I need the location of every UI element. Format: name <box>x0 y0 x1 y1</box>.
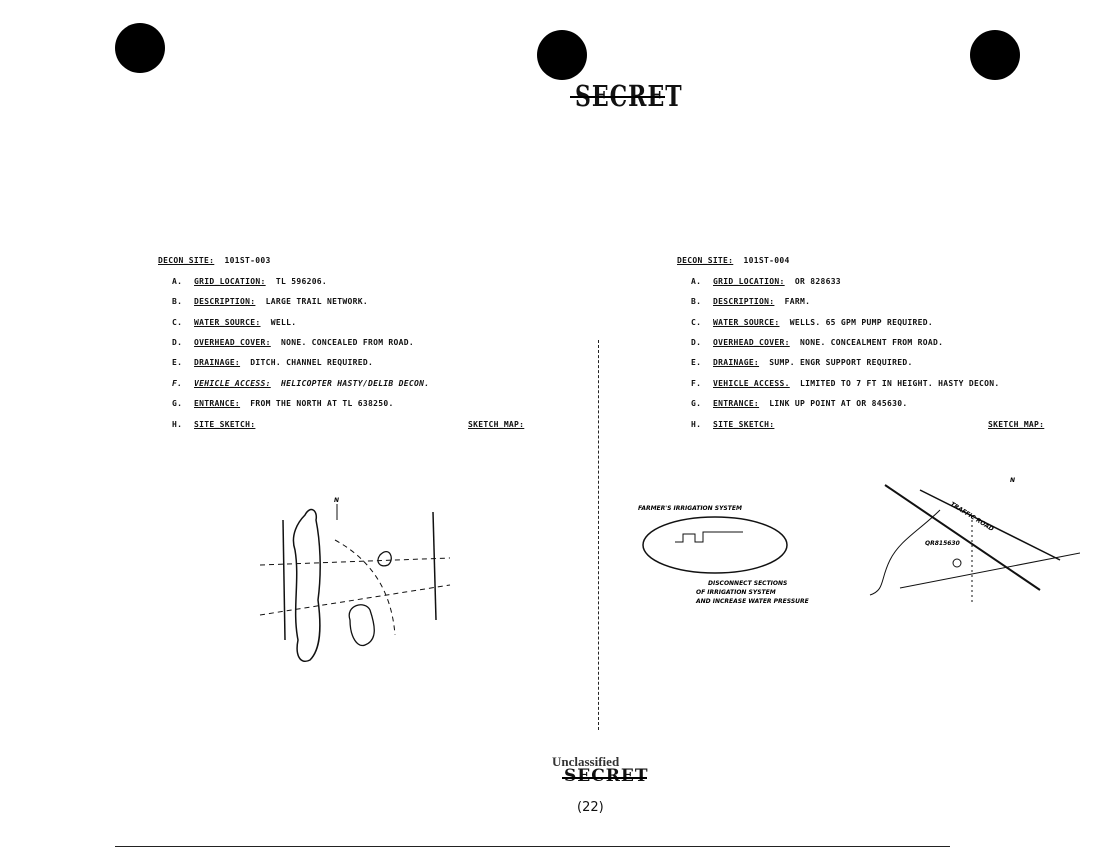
item-letter: F. <box>172 379 183 388</box>
sketch-map-label: SKETCH_MAP: <box>988 420 1045 429</box>
item-label: SITE_SKETCH: <box>713 420 775 429</box>
punch-hole-right <box>970 30 1020 80</box>
punch-hole-left <box>115 23 165 73</box>
classification-strikethrough <box>570 96 665 98</box>
svg-text:OF IRRIGATION SYSTEM: OF IRRIGATION SYSTEM <box>696 589 776 596</box>
item-letter: G. <box>172 399 183 408</box>
item-value: OR 828633 <box>794 277 841 286</box>
item-value: FROM THE NORTH AT TL 638250. <box>250 399 394 408</box>
item-value: LINK UP POINT AT OR 845630. <box>769 399 908 408</box>
site-item: E. DRAINAGE: DITCH. CHANNEL REQUIRED. <box>172 358 373 367</box>
site-item: D. OVERHEAD_COVER: NONE. CONCEALED FROM R… <box>172 338 414 347</box>
site-item: H. SITE_SKETCH: <box>691 420 780 429</box>
item-label: GRID_LOCATION: <box>194 277 266 286</box>
site-item: C. WATER_SOURCE: WELLS. 65 GPM PUMP REQUI… <box>691 318 933 327</box>
site-item: H. SITE_SKETCH: <box>172 420 261 429</box>
item-letter: C. <box>172 318 183 327</box>
item-value: LIMITED TO 7 FT IN HEIGHT. HASTY DECON. <box>799 379 1000 388</box>
site-title: DECON_SITE: 101ST-003 <box>158 256 271 265</box>
item-label: OVERHEAD_COVER: <box>713 338 790 347</box>
item-value: WELLS. 65 GPM PUMP REQUIRED. <box>789 318 934 327</box>
item-letter: H. <box>691 420 702 429</box>
item-label: DRAINAGE: <box>194 358 241 367</box>
classification-strikethrough <box>562 777 647 779</box>
item-letter: E. <box>691 358 702 367</box>
svg-text:AND INCREASE WATER PRESSURE: AND INCREASE WATER PRESSURE <box>695 598 810 605</box>
site-item: E. DRAINAGE: SUMP. ENGR SUPPORT REQUIRED. <box>691 358 913 367</box>
item-letter: A. <box>691 277 702 286</box>
site-sketch-left: N <box>259 497 451 662</box>
item-letter: D. <box>691 338 702 347</box>
item-value: FARM. <box>784 297 811 306</box>
north-arrow-label: N <box>1010 477 1015 484</box>
item-label: GRID_LOCATION: <box>713 277 785 286</box>
item-value: NONE. CONCEALED FROM ROAD. <box>280 338 415 347</box>
item-letter: H. <box>172 420 183 429</box>
site-item: G. ENTRANCE: LINK UP POINT AT OR 845630. <box>691 399 907 408</box>
unclassified-marking: Unclassified <box>552 754 620 769</box>
item-value: TL 596206. <box>275 277 328 286</box>
item-label: ENTRANCE: <box>713 399 760 408</box>
item-letter: C. <box>691 318 702 327</box>
item-label: VEHICLE_ACCESS. <box>713 379 790 388</box>
item-label: WATER_SOURCE: <box>713 318 780 327</box>
item-value: SUMP. ENGR SUPPORT REQUIRED. <box>769 358 913 367</box>
item-value: WELL. <box>270 318 297 327</box>
item-value: LARGE TRAIL NETWORK. <box>265 297 368 306</box>
site-item: C. WATER_SOURCE: WELL. <box>172 318 296 327</box>
item-letter: D. <box>172 338 183 347</box>
bottom-rule <box>115 846 950 847</box>
item-letter: A. <box>172 277 183 286</box>
item-letter: B. <box>172 297 183 306</box>
site-item: F. VEHICLE_ACCESS. LIMITED TO 7 FT IN HEI… <box>691 379 1000 388</box>
north-arrow-label: N <box>334 497 339 504</box>
svg-text:DISCONNECT SECTIONS: DISCONNECT SECTIONS <box>708 580 787 587</box>
site-item: B. DESCRIPTION: FARM. <box>691 297 810 306</box>
site-item: D. OVERHEAD_COVER: NONE. CONCEALMENT FROM… <box>691 338 943 347</box>
road-label: TRAFFIC ROAD <box>949 501 995 533</box>
item-label: DRAINAGE: <box>713 358 760 367</box>
item-letter: B. <box>691 297 702 306</box>
item-letter: E. <box>172 358 183 367</box>
sketch-map-label: SKETCH_MAP: <box>468 420 525 429</box>
punch-hole-center <box>537 30 587 80</box>
site-item: F. VEHICLE_ACCESS: HELICOPTER HASTY/DELIB… <box>172 379 429 388</box>
site-item: B. DESCRIPTION: LARGE TRAIL NETWORK. <box>172 297 368 306</box>
item-label: ENTRANCE: <box>194 399 241 408</box>
column-divider <box>598 340 599 730</box>
item-label: OVERHEAD_COVER: <box>194 338 271 347</box>
item-letter: G. <box>691 399 702 408</box>
grid-reference: QR815630 <box>925 540 960 547</box>
item-value: HELICOPTER HASTY/DELIB DECON. <box>280 379 430 388</box>
item-letter: F. <box>691 379 702 388</box>
item-label: WATER_SOURCE: <box>194 318 261 327</box>
irrigation-title: FARMER'S IRRIGATION SYSTEM <box>638 505 742 512</box>
site-sketch-right: FARMER'S IRRIGATION SYSTEM DISCONNECT SE… <box>638 477 1080 605</box>
item-label: SITE_SKETCH: <box>194 420 256 429</box>
item-label: VEHICLE_ACCESS: <box>194 379 271 388</box>
site-title: DECON_SITE: 101ST-004 <box>677 256 790 265</box>
item-value: NONE. CONCEALMENT FROM ROAD. <box>799 338 944 347</box>
item-label: DESCRIPTION: <box>713 297 775 306</box>
page-number: (22) <box>577 800 604 815</box>
classification-footer: SECRET <box>564 766 649 786</box>
site-item: A. GRID_LOCATION: TL 596206. <box>172 277 327 286</box>
site-item: G. ENTRANCE: FROM THE NORTH AT TL 638250. <box>172 399 394 408</box>
site-item: A. GRID_LOCATION: OR 828633 <box>691 277 841 286</box>
item-value: DITCH. CHANNEL REQUIRED. <box>250 358 374 367</box>
item-label: DESCRIPTION: <box>194 297 256 306</box>
